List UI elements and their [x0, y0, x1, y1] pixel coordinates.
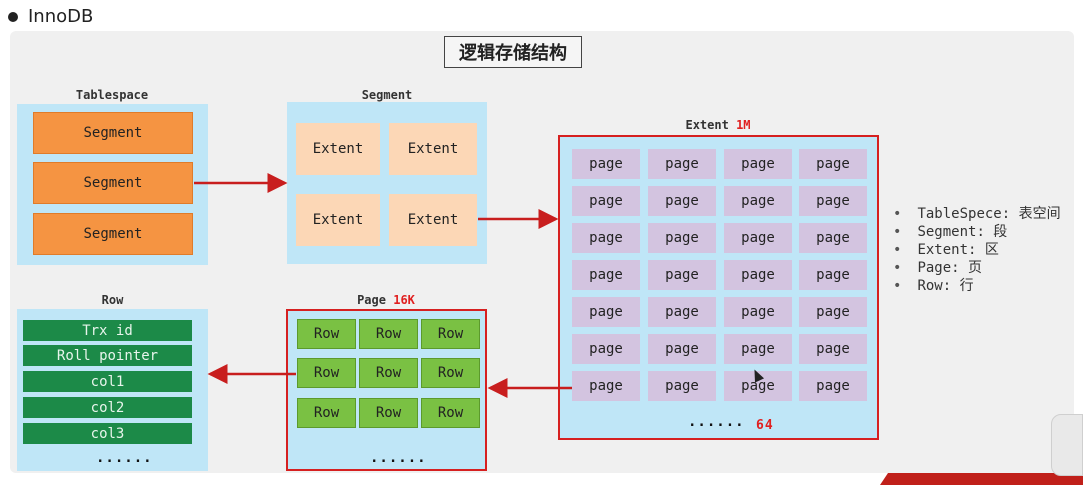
- page-cell: page: [648, 297, 716, 327]
- extent-size: 1M: [736, 118, 751, 132]
- page-cell: page: [724, 260, 792, 290]
- extent-label: Extent 1M: [558, 118, 878, 132]
- page-cell: page: [572, 334, 640, 364]
- page-cell: page: [799, 334, 867, 364]
- legend-item: Page: 页: [893, 259, 1061, 277]
- heading-text: InnoDB: [28, 6, 94, 27]
- page-row-cell: Row: [297, 398, 356, 428]
- page-cell: page: [799, 260, 867, 290]
- page-cell: page: [648, 334, 716, 364]
- page-cell: page: [724, 149, 792, 179]
- legend-item: Extent: 区: [893, 241, 1061, 259]
- segment-label: Segment: [361, 88, 413, 102]
- page-row-cell: Row: [359, 319, 418, 349]
- page-cell: page: [799, 371, 867, 401]
- extent-label-text: Extent: [685, 118, 729, 132]
- page-row-cell: Row: [297, 358, 356, 388]
- page-cell: page: [572, 223, 640, 253]
- page-cell: page: [572, 186, 640, 216]
- side-widget[interactable]: [1051, 414, 1083, 476]
- segment-extent: Extent: [296, 123, 380, 175]
- page-cell: page: [724, 186, 792, 216]
- page-row-cell: Row: [421, 319, 480, 349]
- page-cell: page: [724, 371, 792, 401]
- page-cell: page: [648, 149, 716, 179]
- page-cell: page: [572, 297, 640, 327]
- segment-extent: Extent: [389, 123, 477, 175]
- page-cell: page: [799, 186, 867, 216]
- page-cell: page: [799, 149, 867, 179]
- page-dots: ......: [370, 450, 427, 466]
- page-cell: page: [724, 297, 792, 327]
- row-dots: ......: [96, 450, 153, 466]
- row-field: col3: [23, 423, 192, 444]
- bullet-icon: [8, 11, 18, 22]
- page-row-cell: Row: [421, 398, 480, 428]
- page-size: 16K: [393, 293, 415, 307]
- row-field: Trx id: [23, 320, 192, 341]
- bottom-banner: [880, 473, 1083, 485]
- row-field: col2: [23, 397, 192, 418]
- page-cell: page: [799, 297, 867, 327]
- diagram-title: 逻辑存储结构: [444, 36, 582, 68]
- page-cell: page: [724, 334, 792, 364]
- segment-extent: Extent: [389, 194, 477, 246]
- page-row-cell: Row: [359, 358, 418, 388]
- row-field: col1: [23, 371, 192, 392]
- tablespace-label: Tablespace: [75, 88, 149, 102]
- tablespace-segment: Segment: [33, 112, 193, 154]
- page-label: Page 16K: [286, 293, 486, 307]
- page-cell: page: [572, 371, 640, 401]
- segment-extent: Extent: [296, 194, 380, 246]
- page-cell: page: [572, 149, 640, 179]
- extent-dots: ......: [688, 414, 745, 430]
- page-cell: page: [799, 223, 867, 253]
- row-field: Roll pointer: [23, 345, 192, 366]
- page-row-cell: Row: [421, 358, 480, 388]
- legend-list: TableSpece: 表空间 Segment: 段 Extent: 区 Pag…: [893, 205, 1061, 295]
- page-cell: page: [648, 371, 716, 401]
- innodb-heading: InnoDB: [8, 6, 93, 27]
- tablespace-segment: Segment: [33, 213, 193, 255]
- row-label: Row: [101, 293, 124, 307]
- page-cell: page: [724, 223, 792, 253]
- page-row-cell: Row: [359, 398, 418, 428]
- page-cell: page: [648, 223, 716, 253]
- tablespace-segment: Segment: [33, 162, 193, 204]
- page-label-text: Page: [357, 293, 386, 307]
- legend-item: TableSpece: 表空间: [893, 205, 1060, 223]
- page-row-cell: Row: [297, 319, 356, 349]
- extent-count: 64: [756, 418, 774, 433]
- page-cell: page: [572, 260, 640, 290]
- page-cell: page: [648, 260, 716, 290]
- legend-item: Segment: 段: [893, 223, 1061, 241]
- page-cell: page: [648, 186, 716, 216]
- legend-item: Row: 行: [893, 277, 1061, 295]
